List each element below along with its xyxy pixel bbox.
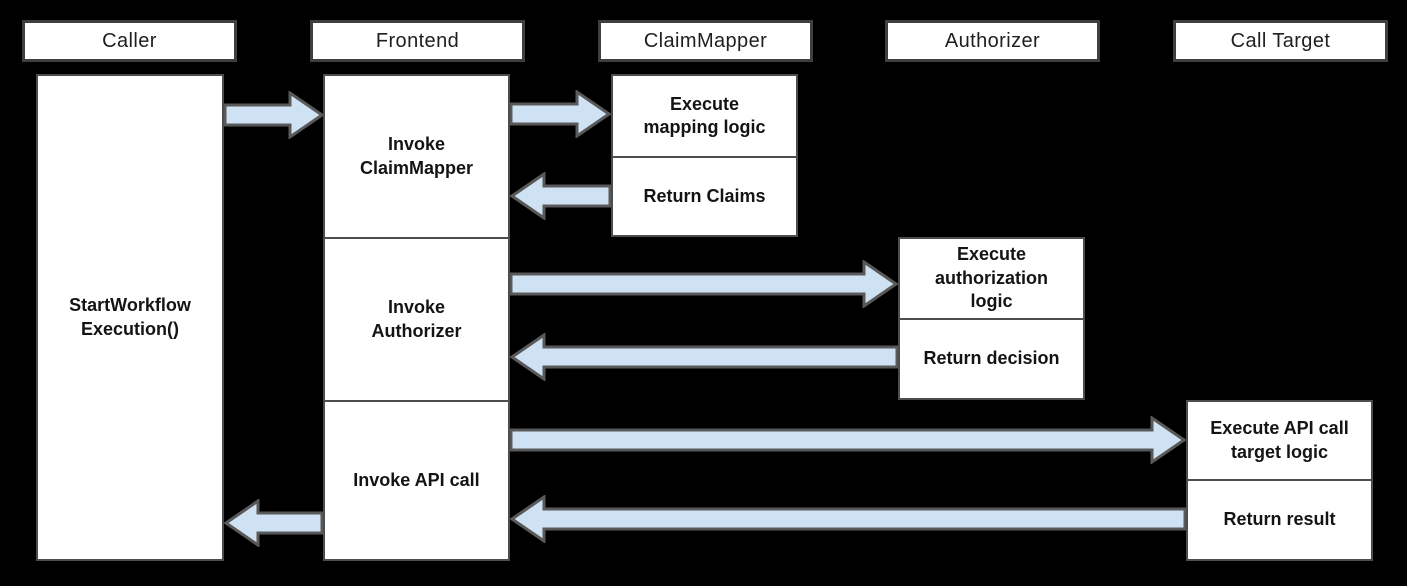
lane-header-claimmapper: ClaimMapper bbox=[598, 20, 813, 62]
lane-header-frontend: Frontend bbox=[310, 20, 525, 62]
node-execute-mapping-logic: Execute mapping logic bbox=[611, 74, 798, 158]
arrow-frontend-return-to-caller-icon bbox=[224, 499, 323, 547]
arrow-authorizer-return-to-frontend-icon bbox=[510, 333, 898, 381]
node-execute-authorization-logic: Execute authorization logic bbox=[898, 237, 1085, 320]
node-return-decision: Return decision bbox=[898, 318, 1085, 400]
node-invoke-authorizer: Invoke Authorizer bbox=[323, 237, 510, 402]
lane-header-authorizer: Authorizer bbox=[885, 20, 1100, 62]
node-invoke-claimmapper: Invoke ClaimMapper bbox=[323, 74, 510, 239]
node-invoke-api-call: Invoke API call bbox=[323, 400, 510, 561]
arrow-frontend-to-authorizer-icon bbox=[510, 260, 898, 308]
arrow-claimmapper-return-to-frontend-icon bbox=[510, 172, 611, 220]
arrow-frontend-to-calltarget-icon bbox=[510, 416, 1186, 464]
node-execute-api-call-target-logic: Execute API call target logic bbox=[1186, 400, 1373, 481]
node-return-result: Return result bbox=[1186, 479, 1373, 561]
arrow-caller-to-frontend-icon bbox=[224, 91, 324, 139]
arrow-calltarget-return-to-frontend-icon bbox=[510, 495, 1186, 543]
node-startworkflow-execution: StartWorkflow Execution() bbox=[36, 74, 224, 561]
arrow-frontend-to-claimmapper-icon bbox=[510, 90, 611, 138]
node-return-claims: Return Claims bbox=[611, 156, 798, 237]
lane-header-calltarget: Call Target bbox=[1173, 20, 1388, 62]
lane-header-caller: Caller bbox=[22, 20, 237, 62]
